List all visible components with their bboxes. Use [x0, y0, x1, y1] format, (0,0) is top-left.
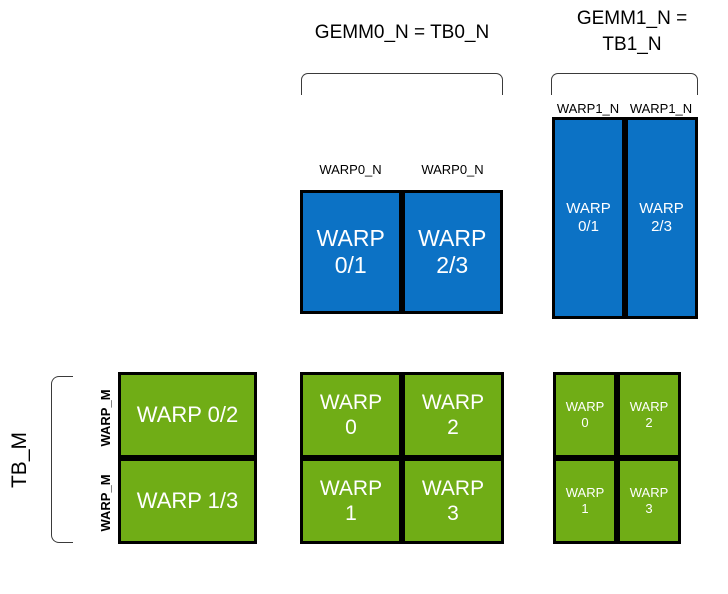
warp-m-label-top: WARP_M — [98, 389, 113, 447]
tb0-blue-cell-left: WARP 0/1 — [300, 190, 402, 314]
left-green-cell-bottom: WARP 1/3 — [118, 458, 257, 544]
right-green-cell-3: WARP 3 — [617, 458, 681, 544]
gemm0-span-bracket — [301, 73, 503, 95]
tb1-blue-cell-left: WARP 0/1 — [552, 117, 625, 319]
right-green-cell-0: WARP 0 — [553, 372, 617, 458]
mid-green-block: WARP 0 WARP 2 WARP 1 WARP 3 — [300, 372, 504, 544]
left-green-cell-top: WARP 0/2 — [118, 372, 257, 458]
right-green-cell-2: WARP 2 — [617, 372, 681, 458]
left-green-block: WARP 0/2 WARP 1/3 — [118, 372, 257, 544]
mid-green-cell-3: WARP 3 — [402, 458, 504, 544]
tb0-blue-cell-right: WARP 2/3 — [401, 190, 503, 314]
tb-m-label: TB_M — [8, 432, 31, 489]
warp1n-label-right: WARP1_N — [629, 101, 693, 116]
warp0n-label-left: WARP0_N — [319, 162, 382, 177]
gemm1-title: GEMM1_N = TB1_N — [576, 8, 688, 55]
tb-m-bracket — [51, 376, 73, 543]
tb1-blue-block: WARP 0/1 WARP 2/3 — [552, 117, 698, 319]
warp0n-label-right: WARP0_N — [421, 162, 484, 177]
mid-green-cell-1: WARP 1 — [300, 458, 402, 544]
gemm1-span-bracket — [551, 73, 698, 95]
warp-m-label-bottom: WARP_M — [98, 474, 113, 532]
right-green-cell-1: WARP 1 — [553, 458, 617, 544]
mid-green-cell-2: WARP 2 — [402, 372, 504, 458]
tb1-blue-cell-right: WARP 2/3 — [625, 117, 698, 319]
gemm0-title: GEMM0_N = TB0_N — [314, 22, 490, 43]
tb0-blue-block: WARP 0/1 WARP 2/3 — [300, 190, 503, 314]
right-green-block: WARP 0 WARP 2 WARP 1 WARP 3 — [553, 372, 681, 544]
mid-green-cell-0: WARP 0 — [300, 372, 402, 458]
warp1n-label-left: WARP1_N — [556, 101, 620, 116]
